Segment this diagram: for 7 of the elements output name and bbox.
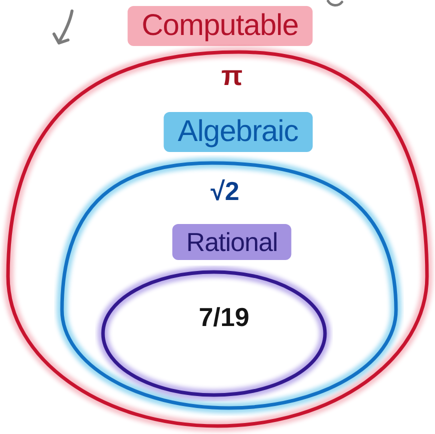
example-number: π xyxy=(221,60,243,92)
set-region xyxy=(95,224,333,403)
example-number: √2 xyxy=(210,176,240,206)
set-label: Rational xyxy=(172,224,292,260)
set-label: Algebraic xyxy=(164,112,312,152)
example-number: 7/19 xyxy=(198,302,250,332)
set-label: Computable xyxy=(128,6,312,46)
